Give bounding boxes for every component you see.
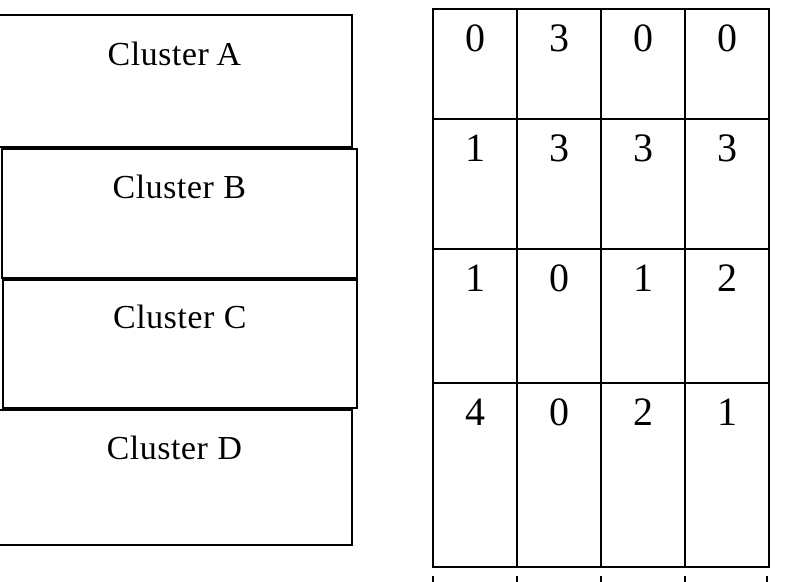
matrix-gridline-stub <box>684 576 686 582</box>
matrix-cell-value: 1 <box>465 255 485 300</box>
matrix-cell: 2 <box>600 382 686 568</box>
cluster-box-b: Cluster B <box>1 148 358 279</box>
matrix-cell: 3 <box>516 118 602 250</box>
matrix-cell: 1 <box>600 248 686 384</box>
matrix-cell: 0 <box>600 8 686 120</box>
matrix-cell: 3 <box>684 118 770 250</box>
matrix-table: 0 3 0 0 1 3 <box>432 8 770 568</box>
matrix-cell: 0 <box>516 382 602 568</box>
matrix-cell-value: 1 <box>717 389 737 434</box>
matrix-cell-value: 3 <box>717 125 737 170</box>
matrix-cell-value: 1 <box>465 125 485 170</box>
cluster-stack: Cluster A Cluster B Cluster C Cluster D <box>0 0 400 574</box>
matrix-cell-value: 0 <box>465 15 485 60</box>
matrix-gridline-stub <box>516 576 518 582</box>
cluster-label-b: Cluster B <box>112 169 247 206</box>
cluster-box-c: Cluster C <box>2 279 358 409</box>
matrix-row: 1 0 1 2 <box>432 248 770 384</box>
matrix-cell: 0 <box>432 8 518 120</box>
cluster-label-c: Cluster C <box>113 299 247 336</box>
matrix-cell: 0 <box>684 8 770 120</box>
cluster-box-a: Cluster A <box>0 14 353 148</box>
cluster-label-a: Cluster A <box>107 36 242 73</box>
matrix-cell-value: 2 <box>717 255 737 300</box>
matrix-gridline-stub <box>766 576 768 582</box>
cluster-box-d: Cluster D <box>0 409 353 546</box>
matrix-row: 0 3 0 0 <box>432 8 770 120</box>
matrix-cell-value: 0 <box>717 15 737 60</box>
matrix-cell-value: 3 <box>549 15 569 60</box>
matrix-cell: 1 <box>432 248 518 384</box>
matrix-body: 0 3 0 0 1 3 <box>432 8 770 568</box>
matrix-cell-value: 2 <box>633 389 653 434</box>
matrix-panel: 0 3 0 0 1 3 <box>432 8 770 582</box>
matrix-cell: 1 <box>432 118 518 250</box>
matrix-cell: 0 <box>516 248 602 384</box>
matrix-cell: 1 <box>684 382 770 568</box>
matrix-cell: 3 <box>516 8 602 120</box>
matrix-gridline-stub <box>600 576 602 582</box>
matrix-cell-value: 0 <box>549 255 569 300</box>
matrix-cell-value: 0 <box>633 15 653 60</box>
matrix-cell: 4 <box>432 382 518 568</box>
matrix-row: 1 3 3 3 <box>432 118 770 250</box>
matrix-gridline-stub <box>432 576 434 582</box>
matrix-cell-value: 0 <box>549 389 569 434</box>
matrix-cell-value: 1 <box>633 255 653 300</box>
matrix-cell: 3 <box>600 118 686 250</box>
matrix-cutoff-row <box>432 566 768 582</box>
cluster-label-d: Cluster D <box>106 430 243 467</box>
matrix-cell-value: 3 <box>549 125 569 170</box>
matrix-cell: 2 <box>684 248 770 384</box>
matrix-row: 4 0 2 1 <box>432 382 770 568</box>
matrix-cell-value: 3 <box>633 125 653 170</box>
matrix-cell-value: 4 <box>465 389 485 434</box>
